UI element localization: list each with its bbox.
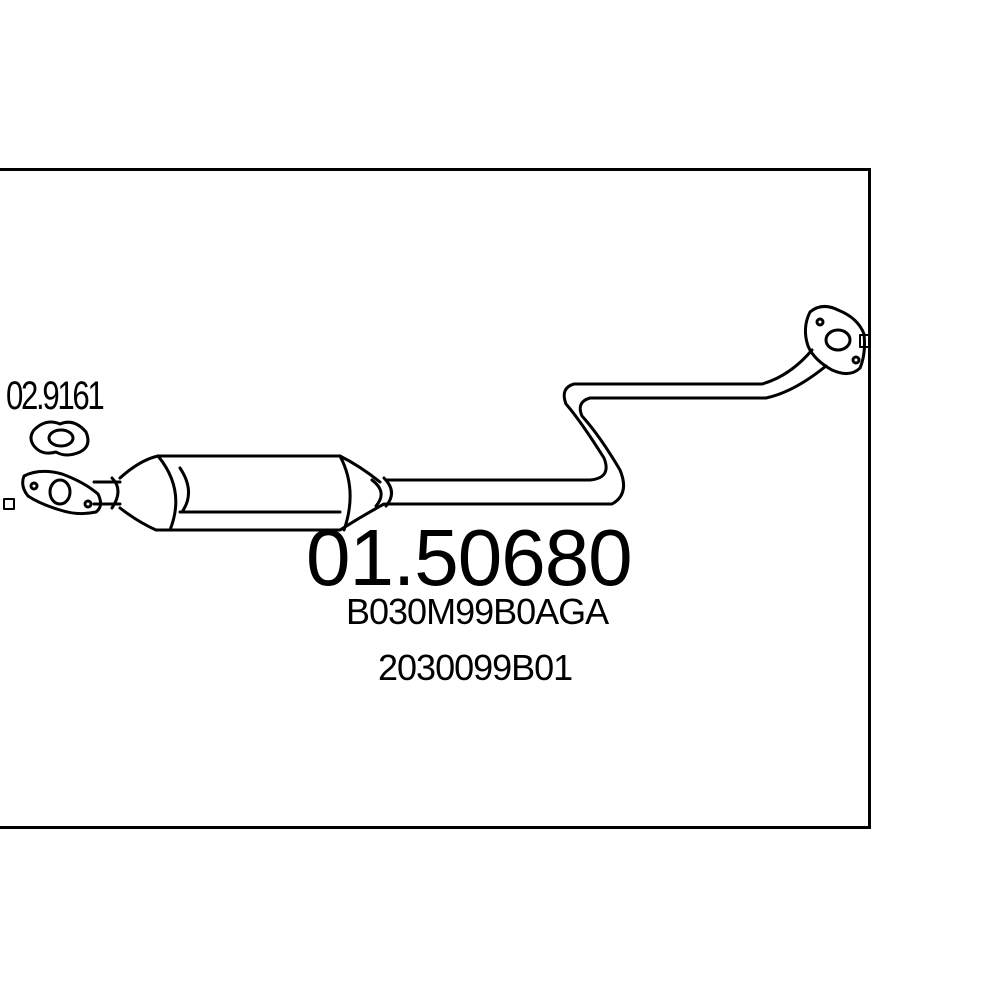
gasket-icon	[29, 420, 90, 457]
oem-number-2: 2030099B01	[378, 647, 573, 688]
edge-marker	[3, 498, 15, 510]
oem-number-1: B030M99B0AGA	[346, 591, 609, 632]
main-part-number: 01.50680	[306, 513, 633, 602]
outlet-ring	[370, 476, 393, 508]
outlet-flange	[803, 305, 866, 375]
diagram-frame	[0, 168, 871, 829]
inlet-flange	[21, 469, 103, 516]
gasket-part-number: 02.9161	[6, 374, 105, 418]
catalytic-converter	[118, 454, 386, 532]
exhaust-pipe	[384, 348, 828, 506]
inlet-pipe	[92, 476, 122, 510]
